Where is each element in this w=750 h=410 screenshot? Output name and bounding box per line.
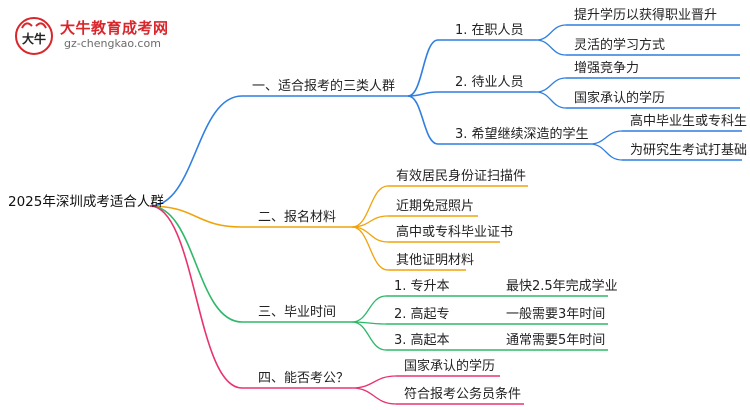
mind-map-nodes: 2025年深圳成考适合人群 一、适合报考的三类人群 1. 在职人员 提升学历以获得职业… [8,7,747,402]
branch-1-sub-2-label: 2. 待业人员 [455,75,524,90]
branch-3-note-2-label: 一般需要3年时间 [506,306,605,322]
branch-1-sub-1-label: 1. 在职人员 [455,23,524,38]
branch-4-leaf-1-link [351,375,397,389]
root-node-label: 2025年深圳成考适合人群 [8,194,164,210]
branch-1-sub-3-link [407,95,439,145]
branch-1-sub-3-label: 3. 希望继续深造的学生 [455,126,589,142]
branch-2-leaf-2-label: 近期免冠照片 [396,199,474,214]
branch-1-sub-3-leaf-1-label: 高中毕业生或专科生 [630,113,747,129]
branch-3-note-3-label: 通常需要5年时间 [506,333,605,348]
branch-2-leaf-3-label: 高中或专科毕业证书 [396,224,513,240]
branch-4-link [149,205,243,389]
branch-1-sub-1-link [407,39,439,97]
logo-title: 大牛教育成考网 [60,19,169,37]
branch-4-label: 四、能否考公？ [258,371,349,386]
branch-1-sub-1-leaf-1-link [535,24,567,41]
branch-3-sub-1-link [351,295,387,323]
branch-1-sub-2-leaf-2-link [535,91,567,109]
branch-1-sub-2-leaf-2-label: 国家承认的学历 [574,90,665,106]
branch-1-sub-1-leaf-2-link [535,39,567,56]
bull-logo-icon: 大牛 [15,17,53,55]
branch-3-link [149,205,243,323]
branch-1-sub-3-leaf-2-label: 为研究生考试打基础 [630,143,747,158]
logo-mark-text: 大牛 [22,31,46,46]
site-logo: 大牛 大牛教育成考网 gz-chengkao.com [14,14,168,56]
branch-1-sub-2-link [407,91,439,97]
branch-1-sub-1-leaf-1-label: 提升学历以获得职业晋升 [574,7,717,23]
branch-4-leaf-1-label: 国家承认的学历 [404,358,495,374]
branch-3-sub-2-label: 2. 高起专 [394,306,450,322]
mind-map-links [149,24,742,405]
branch-4-leaf-2-link [351,387,397,405]
branch-3-note-1-label: 最快2.5年完成学业 [506,278,618,294]
branch-3-sub-3-label: 3. 高起本 [394,332,450,348]
branch-2-leaf-4-link [351,226,389,271]
branch-2-label: 二、报名材料 [258,209,336,225]
branch-1-sub-3-leaf-1-link [589,130,623,145]
branch-2-link [149,205,243,228]
branch-2-leaf-1-link [351,185,389,228]
branch-1-sub-2-leaf-1-link [535,77,567,93]
branch-2-leaf-4-label: 其他证明材料 [396,253,474,268]
branch-1-sub-2-leaf-1-label: 增强竞争力 [574,60,639,76]
branch-4-leaf-2-label: 符合报考公务员条件 [404,386,521,402]
branch-2-leaf-1-label: 有效居民身份证扫描件 [396,168,526,184]
branch-1-sub-1-leaf-2-label: 灵活的学习方式 [574,37,665,53]
branch-1-link [149,95,243,207]
branch-1-label: 一、适合报考的三类人群 [252,78,395,94]
branch-1-sub-3-leaf-2-link [589,143,623,161]
branch-3-label: 三、毕业时间 [258,305,336,320]
branch-3-sub-1-label: 1. 专升本 [394,279,450,294]
logo-url: gz-chengkao.com [64,37,161,50]
branch-3-sub-3-link [351,321,387,351]
